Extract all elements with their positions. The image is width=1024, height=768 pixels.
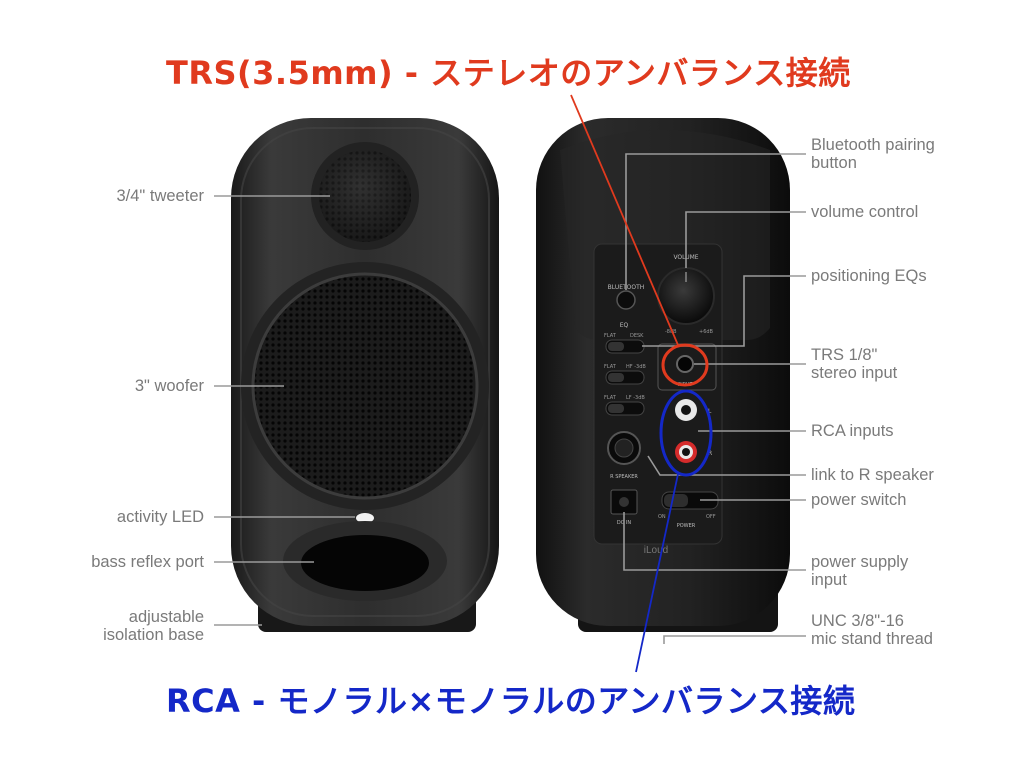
label-thread-1: UNC 3/8"-16: [811, 612, 904, 630]
label-tweeter: 3/4" tweeter: [116, 187, 205, 205]
leader-bluetooth: [625, 153, 806, 290]
panel-off-label: OFF: [706, 514, 716, 520]
rca-annotation-title: RCA - モノラル×モノラルのアンバランス接続: [166, 682, 856, 720]
label-activity-led: activity LED: [116, 508, 204, 526]
trs-annotation: [570, 94, 709, 387]
rca-arrow-line: [635, 473, 679, 673]
label-isolation-base-2: isolation base: [103, 626, 204, 644]
panel-on-label: ON: [658, 514, 666, 520]
trs-highlight-circle: [661, 343, 709, 387]
label-bass-reflex-port: bass reflex port: [91, 553, 204, 571]
panel-flat-1: FLAT: [604, 333, 617, 339]
panel-r-speaker-label: R SPEAKER: [610, 474, 638, 480]
leader-volume: [685, 211, 806, 268]
trs-input-jack[interactable]: [676, 355, 694, 373]
woofer-grille: [253, 274, 477, 498]
bluetooth-pairing-button[interactable]: [616, 290, 636, 310]
leader-link: [647, 455, 806, 476]
label-rca-inputs: RCA inputs: [811, 422, 894, 440]
label-isolation-base-1: adjustable: [128, 608, 204, 626]
label-trs-1: TRS 1/8": [811, 346, 878, 364]
brand-logo-text: iLoud: [644, 545, 668, 556]
label-bluetooth-1: Bluetooth pairing: [811, 136, 935, 154]
trs-arrow-line: [570, 94, 679, 346]
label-positioning-eqs: positioning EQs: [811, 267, 927, 285]
label-power-supply-1: power supply: [811, 553, 909, 571]
leader-thread: [663, 635, 806, 644]
bass-reflex-port: [301, 535, 429, 591]
label-power-supply-2: input: [811, 571, 847, 589]
panel-r-label: R: [708, 450, 712, 457]
leader-lines: [214, 153, 806, 644]
panel-hf: HF -3dB: [626, 364, 646, 370]
panel-flat-3: FLAT: [604, 395, 617, 401]
panel-lf: LF -3dB: [626, 395, 645, 401]
panel-vol-min: -8dB: [665, 329, 677, 335]
label-power-switch: power switch: [811, 491, 907, 509]
label-woofer: 3" woofer: [134, 377, 204, 395]
front-speaker: [231, 118, 499, 632]
trs-annotation-title: TRS(3.5mm) - ステレオのアンバランス接続: [166, 54, 851, 92]
label-bluetooth-2: button: [811, 154, 857, 172]
panel-flat-2: FLAT: [604, 364, 617, 370]
rca-annotation: [635, 389, 713, 673]
label-link-r-speaker: link to R speaker: [811, 466, 934, 484]
rca-highlight-oval: [659, 389, 713, 477]
label-volume-control: volume control: [811, 203, 919, 221]
panel-vol-max: +6dB: [699, 329, 714, 335]
activity-led: [356, 513, 374, 523]
panel-eq-label: EQ: [620, 322, 629, 329]
leader-supply: [623, 512, 806, 571]
panel-power-label: POWER: [677, 523, 696, 529]
label-thread-2: mic stand thread: [811, 630, 933, 648]
back-speaker: BLUETOOTH VOLUME -8dB +6dB EQ FLAT DESK …: [536, 118, 790, 632]
panel-l-label: L: [708, 408, 712, 415]
label-trs-2: stereo input: [811, 364, 898, 382]
panel-desk: DESK: [630, 333, 644, 339]
